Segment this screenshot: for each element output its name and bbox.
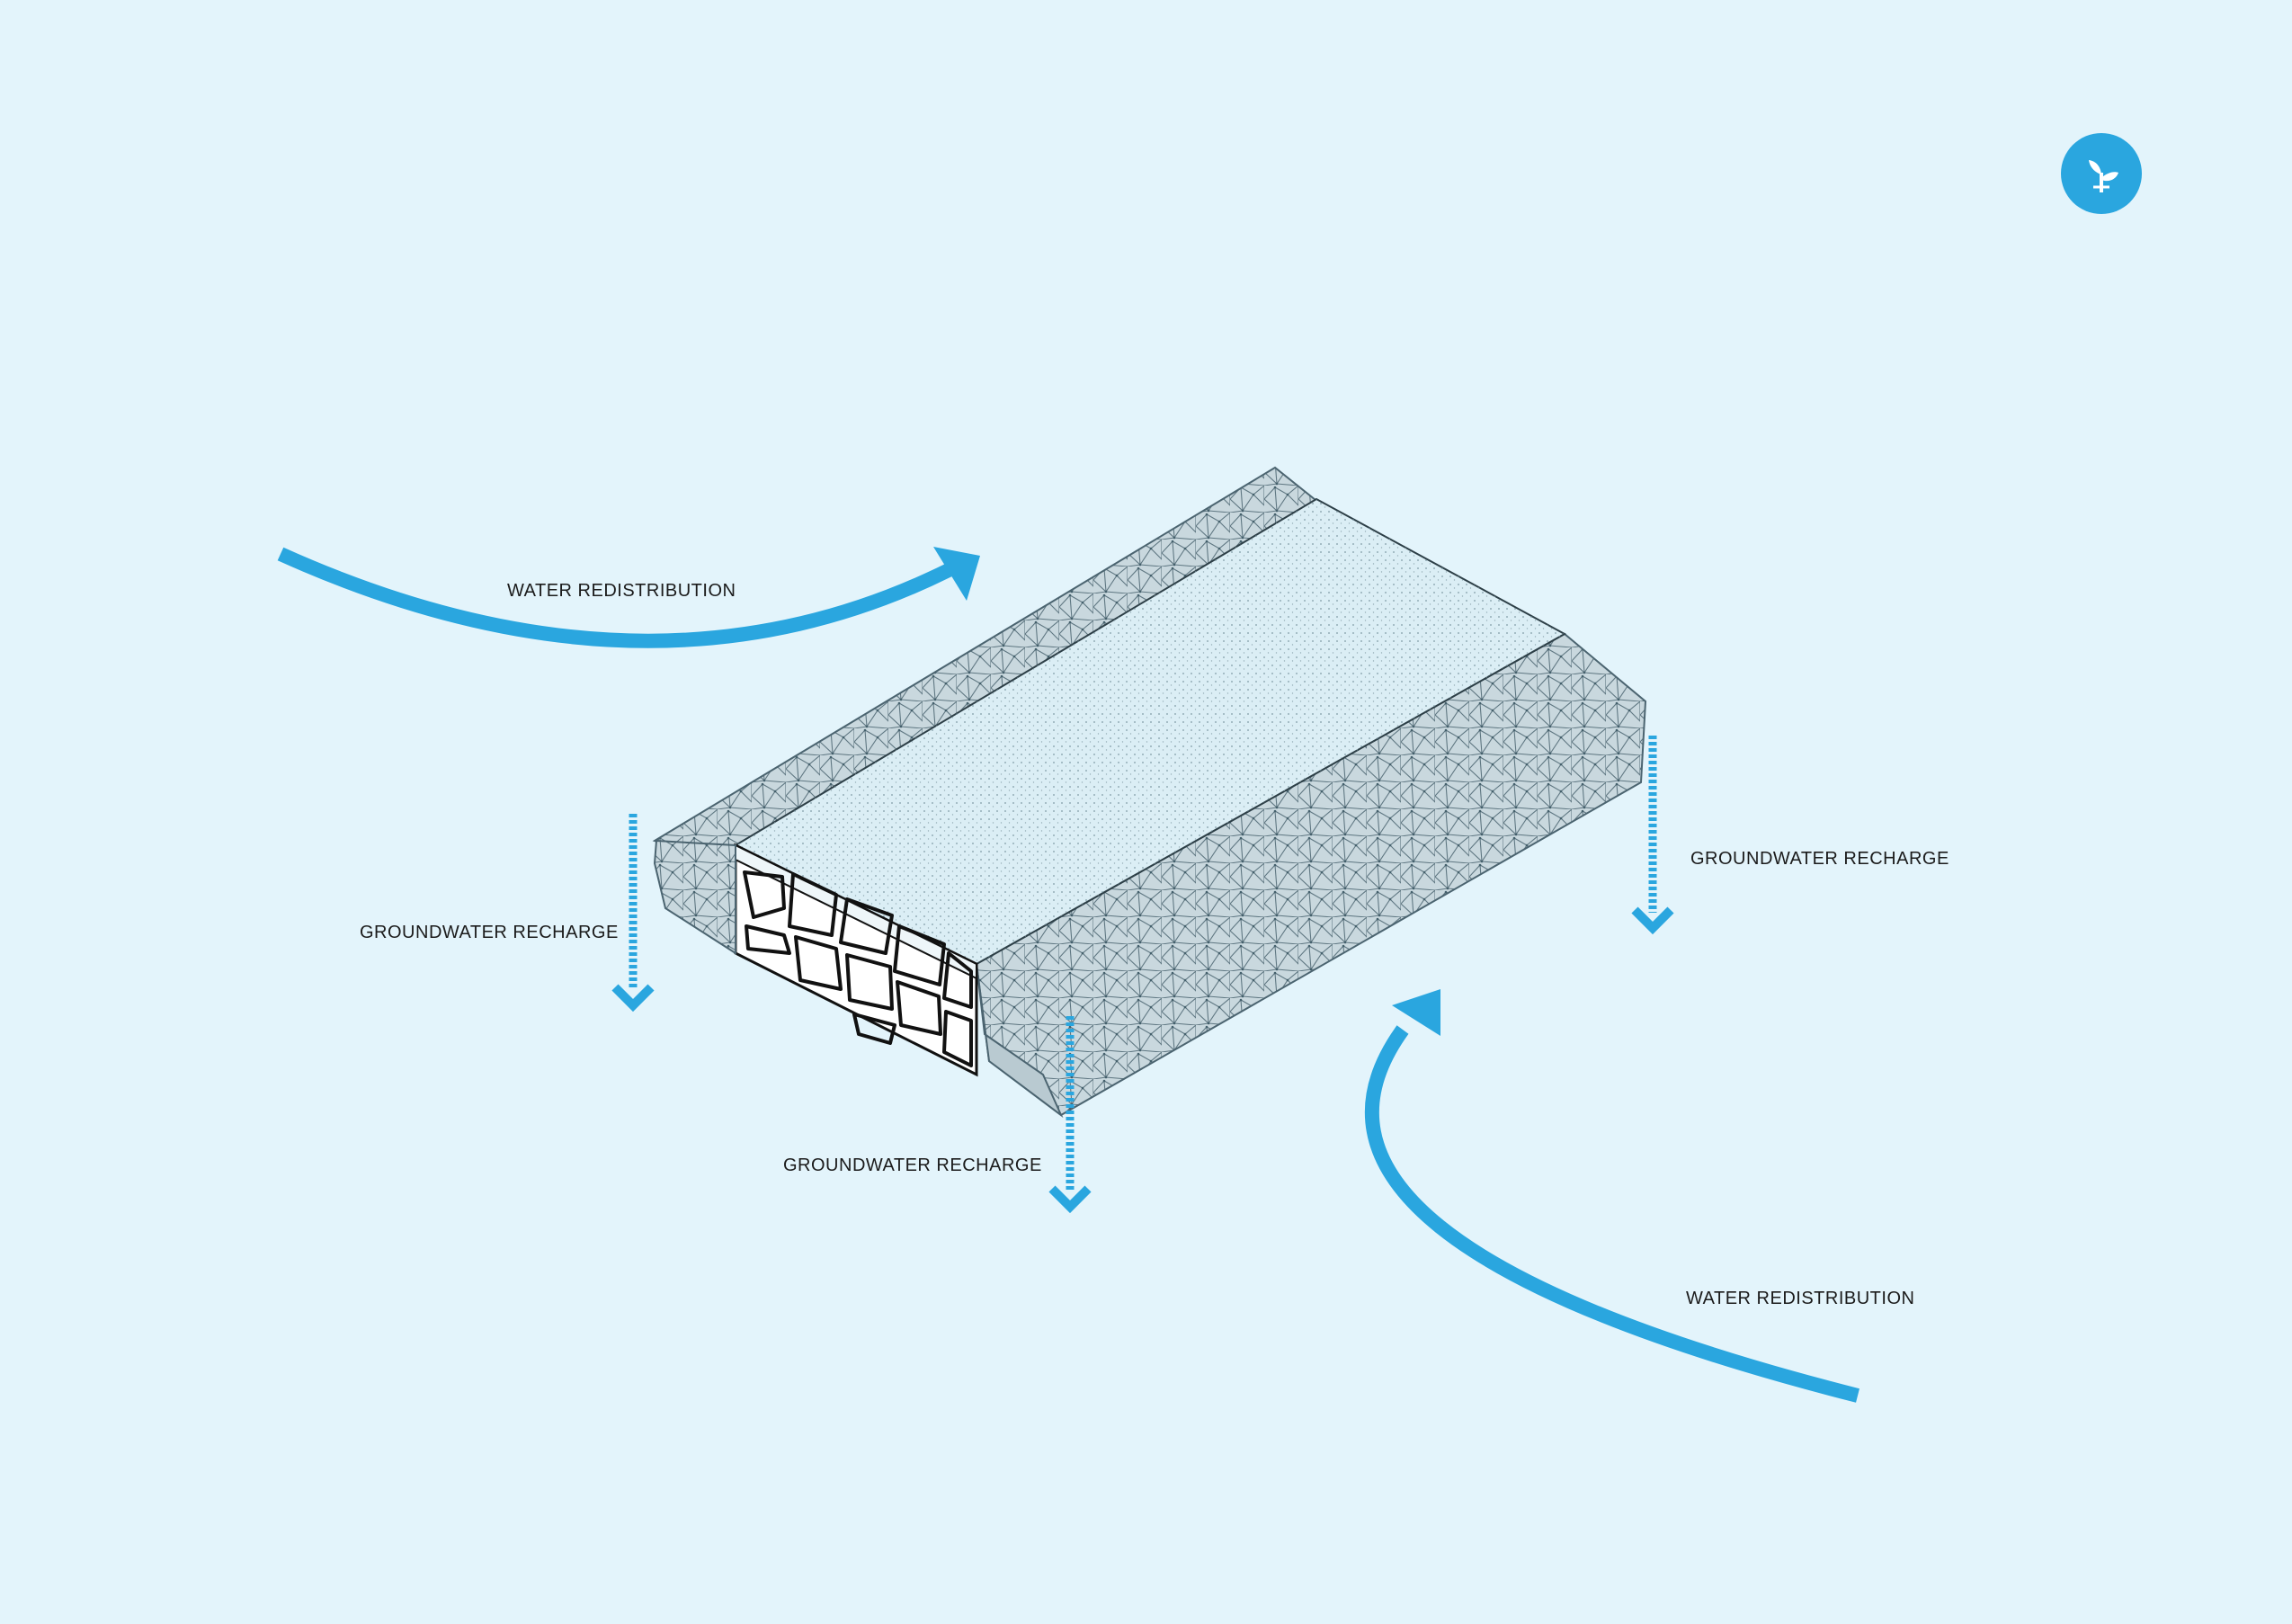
groundwater-recharge-arrow-center [1048,1016,1092,1214]
permeable-pavement-block [652,466,1647,1119]
label-groundwater-recharge-center: GROUNDWATER RECHARGE [783,1156,1042,1175]
label-groundwater-recharge-right: GROUNDWATER RECHARGE [1690,849,1949,869]
water-redistribution-arrow-top [277,547,980,648]
stone-border-left [653,839,736,955]
water-redistribution-arrow-bottom [1364,989,1859,1403]
label-water-redistribution-top: WATER REDISTRIBUTION [507,581,736,601]
sprout-icon [2061,133,2142,214]
groundwater-recharge-arrow-right [1631,736,1674,935]
label-groundwater-recharge-left: GROUNDWATER RECHARGE [360,923,619,942]
stone-border-right-face [976,963,1064,1119]
groundwater-recharge-arrow-left [611,814,655,1013]
label-water-redistribution-bottom: WATER REDISTRIBUTION [1686,1289,1915,1308]
logo-badge [2061,133,2142,214]
